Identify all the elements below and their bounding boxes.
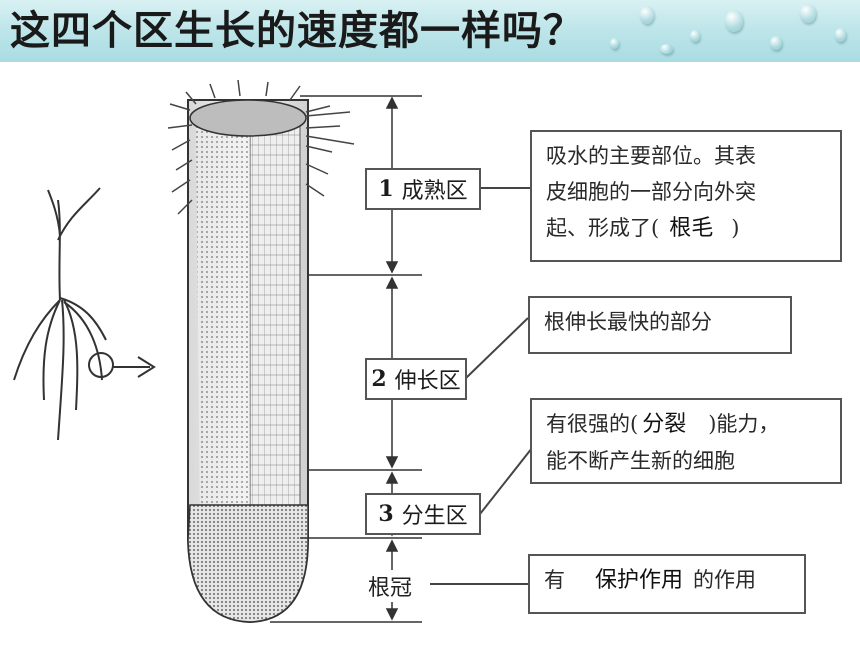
elongation-description: 根伸长最快的部分 [528, 296, 792, 354]
title-banner: 这四个区生长的速度都一样吗？ [0, 0, 860, 62]
zone-name: 伸长区 [394, 369, 461, 394]
elongation-text: 根伸长最快的部分 [544, 310, 712, 334]
root-cap-description: 有 保护作用的作用 [528, 554, 806, 614]
seedling-sketch [13, 187, 107, 441]
zone-label-meristem: 3 分生区 [365, 493, 481, 535]
water-drop-decoration [610, 38, 619, 49]
meristem-line2: 能不断产生新的细胞 [546, 449, 735, 473]
answer-division: 分裂 [642, 412, 687, 437]
meristem-line1: 有很强的(分裂 )能力， [546, 406, 826, 443]
maturation-line1: 吸水的主要部位。其表 [546, 144, 756, 168]
meristem-line1-suffix: )能力， [708, 412, 780, 436]
maturation-line3: 起、形成了( 根毛) [546, 210, 826, 247]
root-epidermis [196, 120, 250, 540]
page-title: 这四个区生长的速度都一样吗？ [10, 8, 584, 54]
zone-number: 3 [378, 501, 394, 527]
water-drop-decoration [640, 6, 654, 24]
maturation-description: 吸水的主要部位。其表 皮细胞的一部分向外突 起、形成了( 根毛) [530, 130, 842, 262]
root-cells [249, 109, 301, 541]
zone-boundaries [270, 95, 422, 623]
zone-name: 成熟区 [401, 179, 468, 204]
water-drop-decoration [770, 36, 782, 50]
water-drop-decoration [725, 10, 743, 32]
magnify-arrow [112, 356, 156, 378]
connector-lines [430, 187, 533, 585]
water-drop-decoration [690, 30, 700, 42]
root-top-section [189, 99, 307, 137]
answer-protection: 保护作用 [595, 568, 684, 593]
root-hairs [167, 79, 355, 215]
water-drop-decoration [835, 28, 846, 42]
zone-label-elongation: 2 伸长区 [365, 358, 467, 400]
meristem-description: 有很强的(分裂 )能力， 能不断产生新的细胞 [530, 398, 842, 484]
root-cap-label: 根冠 [366, 570, 415, 602]
root-cap-region [187, 504, 309, 623]
zone-name: 分生区 [401, 504, 468, 529]
root-cap-prefix: 有 [544, 568, 565, 592]
water-drop-decoration [800, 4, 816, 23]
zone-number: 2 [371, 366, 387, 392]
maturation-line2: 皮细胞的一部分向外突 [546, 180, 756, 204]
answer-root-hair: 根毛 [669, 216, 714, 241]
magnify-circle [88, 352, 114, 378]
maturation-line3-prefix: 起、形成了( [546, 216, 660, 240]
meristem-line1-prefix: 有很强的( [546, 412, 639, 436]
water-drop-decoration [660, 44, 673, 54]
zone-number: 1 [378, 176, 394, 202]
root-cap-suffix: 的作用 [693, 568, 757, 592]
zone-label-maturation: 1 成熟区 [365, 168, 481, 210]
root-cap-text: 有 保护作用的作用 [544, 562, 790, 599]
maturation-line3-suffix: ) [731, 216, 740, 240]
